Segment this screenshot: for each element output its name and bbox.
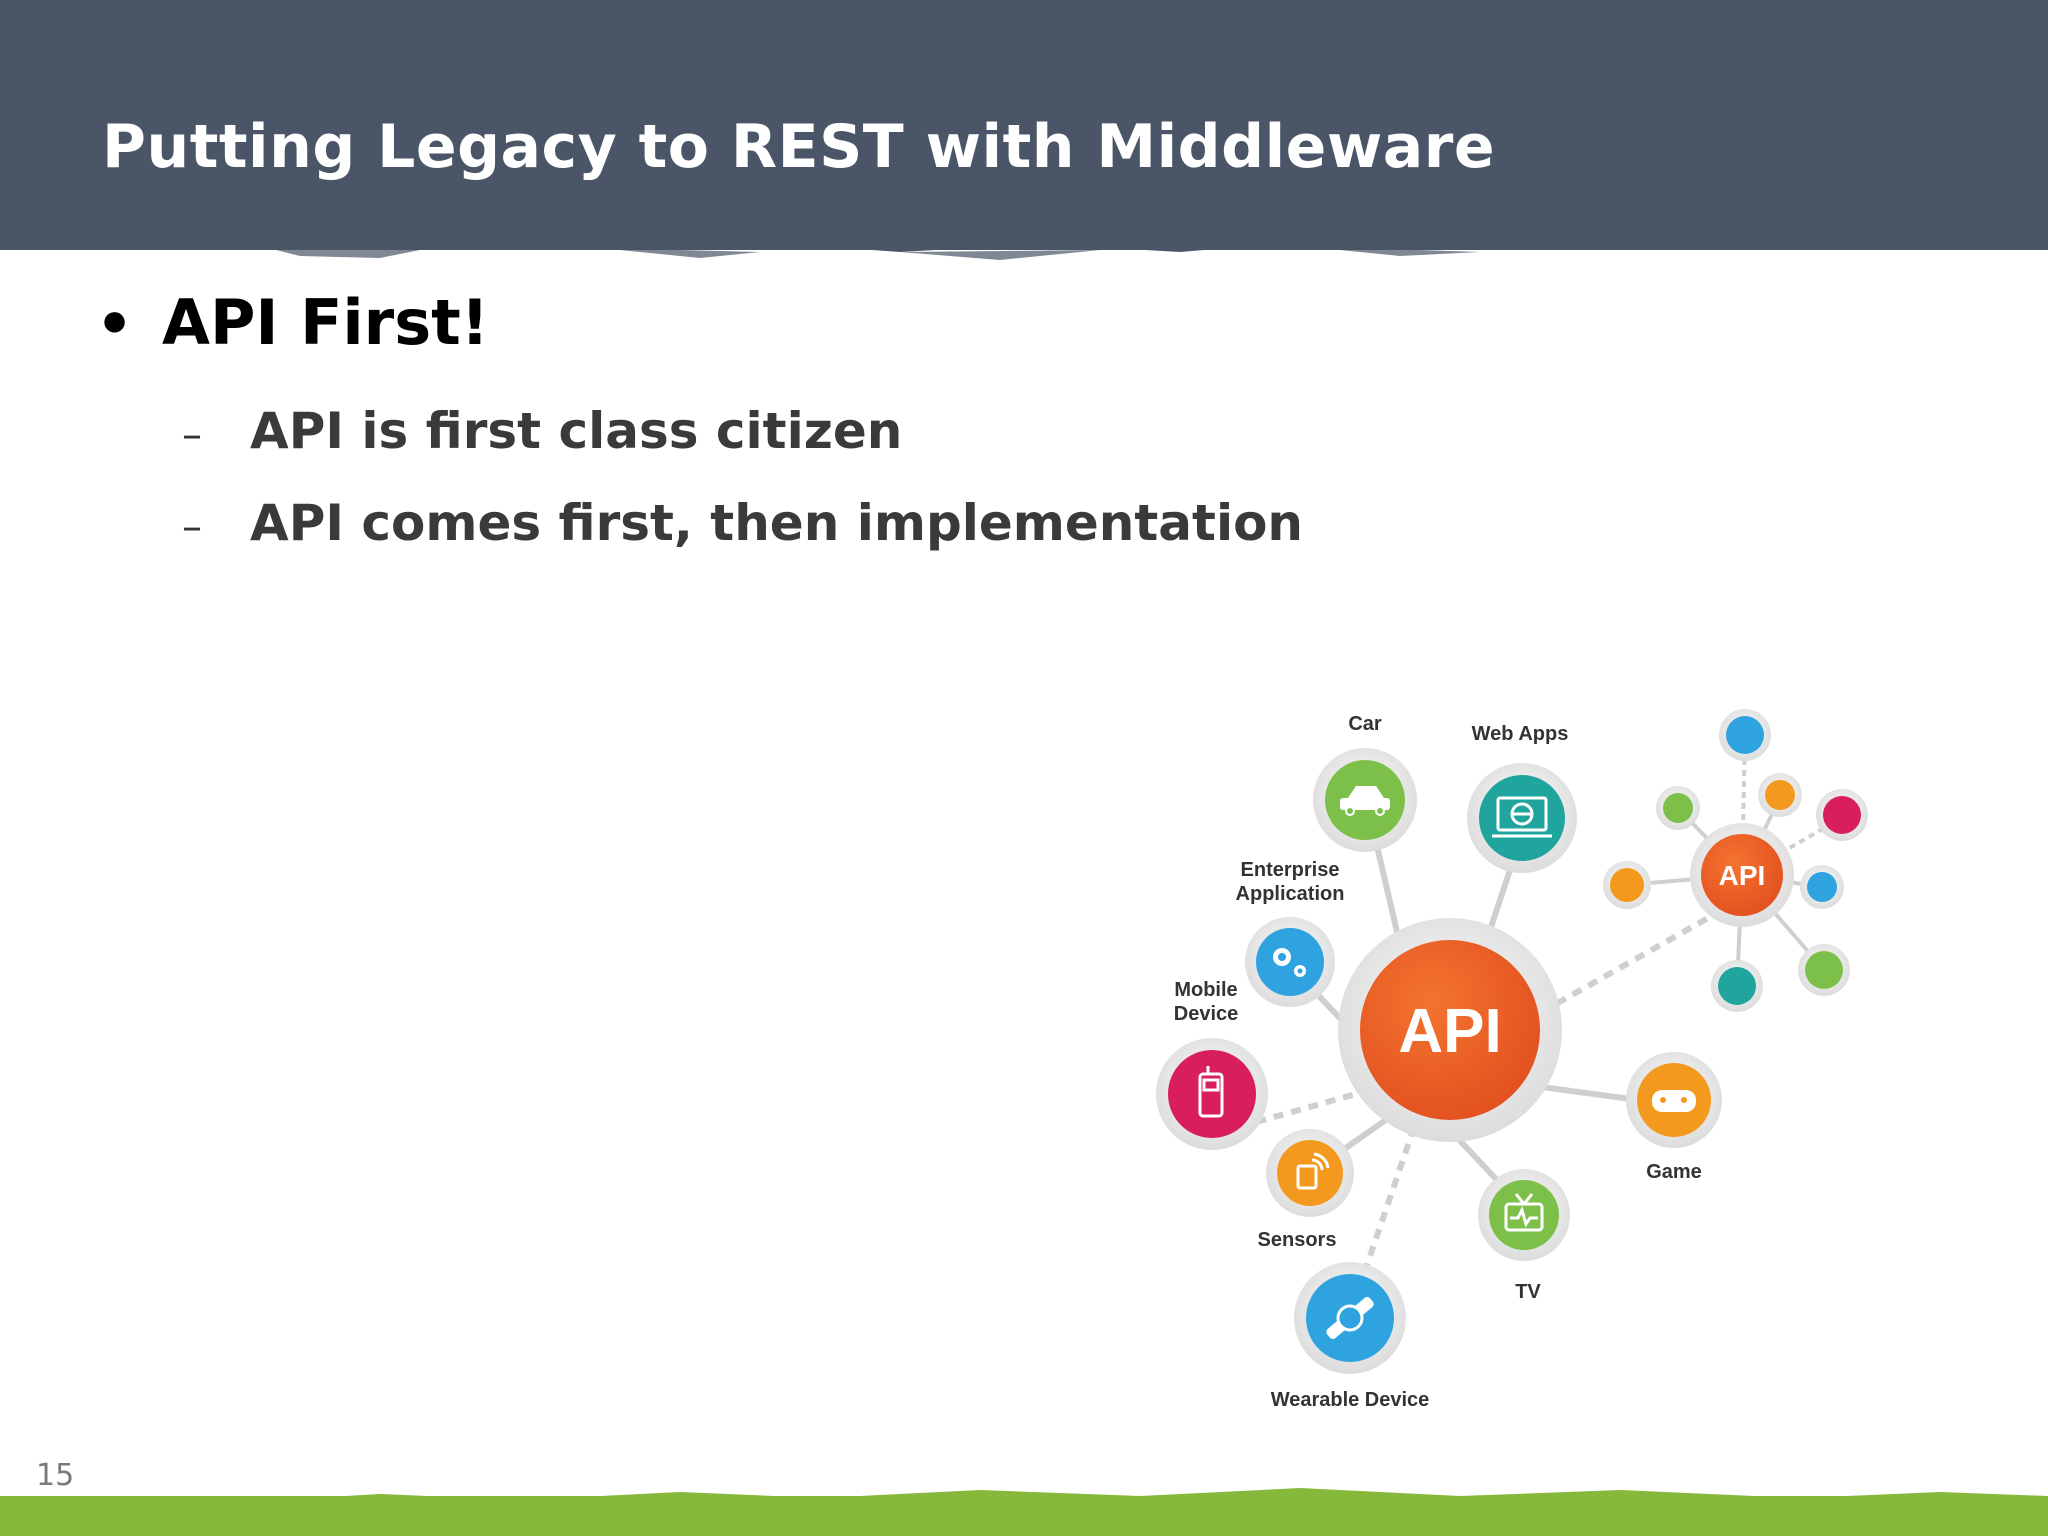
bullet-marker: • xyxy=(96,290,134,358)
car-icon xyxy=(1340,786,1390,816)
header-bar xyxy=(0,0,2048,250)
api-hub-node: API xyxy=(1338,918,1562,1142)
node-sensors: Sensors xyxy=(1258,1129,1354,1251)
sub-bullet-item: – API is first class citizen xyxy=(182,402,902,460)
mini-gears-icon xyxy=(1807,872,1837,902)
tv-icon xyxy=(1504,1193,1544,1232)
mini-sensor-icon xyxy=(1765,780,1795,810)
sub-bullet-text: API is first class citizen xyxy=(250,402,903,460)
node-label-sensors: Sensors xyxy=(1258,1229,1337,1251)
mini-api-hub: API xyxy=(1603,709,1868,1012)
mini-mobile-icon xyxy=(1823,796,1861,834)
api-hub-diagram: API Car Web Apps Enterprise Application xyxy=(1156,709,1868,1411)
api-hub-label: API xyxy=(1398,997,1501,1066)
slide-number: 15 xyxy=(36,1458,75,1493)
mini-web-apps-icon xyxy=(1718,967,1756,1005)
mini-api-label: API xyxy=(1719,860,1766,891)
node-mobile-device: Mobile Device xyxy=(1156,979,1268,1150)
web-apps-icon xyxy=(1492,796,1552,838)
gamepad-icon xyxy=(1652,1090,1696,1112)
node-label-car: Car xyxy=(1348,713,1382,735)
slide-title: Putting Legacy to REST with Middleware xyxy=(102,112,1496,182)
node-label-device: Device xyxy=(1174,1003,1239,1025)
mini-watch-icon xyxy=(1726,716,1764,754)
brush-stroke-divider xyxy=(0,228,2048,260)
gears-icon xyxy=(1273,948,1306,977)
node-label-wearable: Wearable Device xyxy=(1271,1389,1430,1411)
node-car: Car xyxy=(1313,713,1417,852)
node-enterprise-application: Enterprise Application xyxy=(1236,859,1345,1007)
sub-bullet-marker: – xyxy=(182,504,202,550)
node-game: Game xyxy=(1626,1052,1722,1183)
sub-bullet-marker: – xyxy=(182,412,202,458)
mini-car-icon xyxy=(1805,951,1843,989)
mobile-phone-icon xyxy=(1198,1066,1224,1118)
sub-bullet-item: – API comes first, then implementation xyxy=(182,494,1303,552)
mini-gamepad-icon xyxy=(1610,868,1644,902)
bullet-text: API First! xyxy=(162,286,490,359)
sub-bullet-text: API comes first, then implementation xyxy=(250,494,1304,552)
sensor-icon xyxy=(1296,1152,1330,1190)
watch-icon xyxy=(1326,1297,1374,1339)
bullet-item: • API First! xyxy=(96,286,489,359)
node-label-mobile: Mobile xyxy=(1174,979,1237,1001)
node-label-tv: TV xyxy=(1515,1281,1541,1303)
footer-bar xyxy=(0,1496,2048,1536)
node-wearable-device: Wearable Device xyxy=(1271,1262,1430,1411)
mini-tv-icon xyxy=(1663,793,1693,823)
node-label-web-apps: Web Apps xyxy=(1472,723,1569,745)
node-label-game: Game xyxy=(1646,1161,1702,1183)
node-label-application: Application xyxy=(1236,883,1345,905)
node-web-apps: Web Apps xyxy=(1467,723,1577,873)
node-label-enterprise: Enterprise xyxy=(1241,859,1340,881)
node-tv: TV xyxy=(1478,1169,1570,1303)
